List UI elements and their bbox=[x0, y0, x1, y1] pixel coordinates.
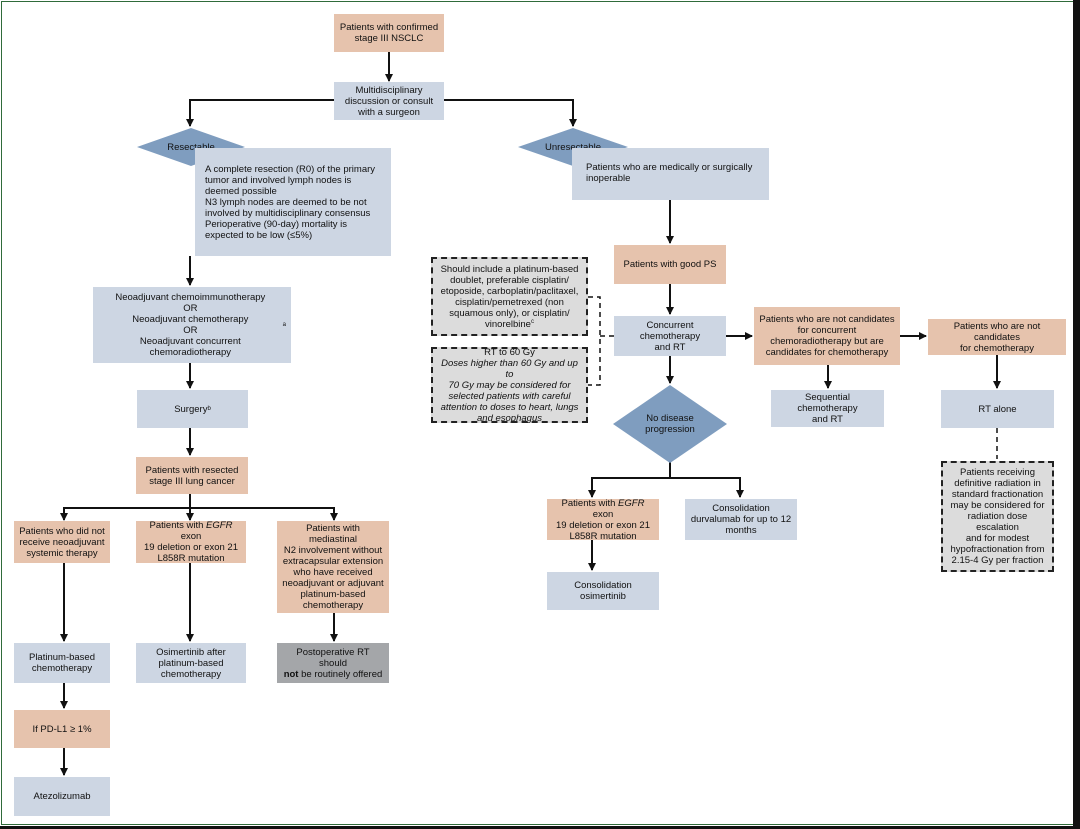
neoadjuvant-text: Neoadjuvant chemoimmunotherapy OR Neoadj… bbox=[115, 292, 266, 358]
not-candidates-chemo-box: Patients who are not candidates for chem… bbox=[928, 319, 1066, 355]
bottom-edge-band bbox=[0, 826, 1080, 829]
egfr-post-text: exon 19 deletion or exon 21 L858R mutati… bbox=[143, 531, 239, 564]
egfr-gene-text: EGFR bbox=[206, 520, 233, 531]
egfr-resected-box: Patients with EGFR exon 19 deletion or e… bbox=[136, 520, 246, 564]
postop-post-text: be routinely offered bbox=[298, 668, 383, 680]
n2-involvement-box: Patients with mediastinal N2 involvement… bbox=[277, 521, 389, 613]
sequential-box: Sequential chemotherapy and RT bbox=[771, 390, 884, 427]
resectable-label: Resectable bbox=[167, 141, 215, 153]
dashed-note-bracket bbox=[588, 296, 601, 386]
rt-alone-box: RT alone bbox=[941, 390, 1054, 428]
egfr2-pre-text: Patients with bbox=[561, 497, 619, 509]
egfr2-post-text: exon 19 deletion or exon 21 L858R mutati… bbox=[555, 508, 651, 542]
no-progression-diamond bbox=[613, 385, 727, 463]
chemo-note-footnote: c bbox=[530, 318, 534, 325]
egfr2-gene-text: EGFR bbox=[618, 497, 645, 509]
resectable-criteria-box: A complete resection (R0) of the primary… bbox=[195, 148, 391, 256]
connector-mdt-right bbox=[444, 99, 577, 127]
mdt-box: Multidisciplinary discussion or consult … bbox=[334, 82, 444, 120]
good-ps-box: Patients with good PS bbox=[614, 245, 726, 284]
platinum-box: Platinum-based chemotherapy bbox=[14, 643, 110, 683]
rt-note-title: RT to 60 Gy bbox=[484, 346, 535, 358]
neoadjuvant-box: Neoadjuvant chemoimmunotherapy OR Neoadj… bbox=[93, 287, 291, 363]
consolidation-osimertinib-box: Consolidation osimertinib bbox=[547, 572, 659, 610]
concurrent-box: Concurrent chemotherapy and RT bbox=[614, 316, 726, 356]
rt-note-italic: Doses higher than 60 Gy and up to 70 Gy … bbox=[440, 357, 579, 424]
egfr-unresected-box: Patients with EGFR exon 19 deletion or e… bbox=[547, 497, 659, 542]
right-edge-band bbox=[1073, 0, 1080, 829]
connector-resected-branches bbox=[63, 494, 191, 520]
postop-bold-text: not bbox=[283, 668, 299, 680]
postop-rt-box: Postoperative RT should not be routinely… bbox=[277, 643, 389, 683]
not-candidates-concurrent-box: Patients who are not candidates for conc… bbox=[754, 307, 900, 365]
chemo-regimen-note: Should include a platinum-based doublet,… bbox=[431, 257, 588, 336]
osimertinib-after-box: Osimertinib after platinum-based chemoth… bbox=[136, 643, 246, 683]
no-neoadjuvant-box: Patients who did not receive neoadjuvant… bbox=[14, 521, 110, 563]
no-progression-label: No disease progression bbox=[645, 413, 695, 435]
resected-box: Patients with resected stage III lung ca… bbox=[136, 457, 248, 494]
unresectable-label: Unresectable bbox=[545, 141, 601, 153]
inoperable-box: Patients who are medically or surgically… bbox=[572, 148, 769, 200]
pdl1-box: If PD-L1 ≥ 1% bbox=[14, 710, 110, 748]
surgery-text: Surgery bbox=[174, 403, 208, 415]
atezolizumab-box: Atezolizumab bbox=[14, 777, 110, 816]
connector-mdt-left bbox=[186, 99, 334, 127]
durvalumab-box: Consolidation durvalumab for up to 12 mo… bbox=[685, 499, 797, 540]
start-box: Patients with confirmed stage III NSCLC bbox=[334, 14, 444, 52]
postop-pre-text: Postoperative RT should bbox=[296, 646, 370, 669]
hypofractionation-note: Patients receiving definitive radiation … bbox=[941, 461, 1054, 572]
connector-noprog-branches bbox=[588, 462, 671, 498]
chemo-note-text: Should include a platinum-based doublet,… bbox=[440, 263, 579, 330]
egfr-pre-text: Patients with bbox=[149, 520, 207, 531]
